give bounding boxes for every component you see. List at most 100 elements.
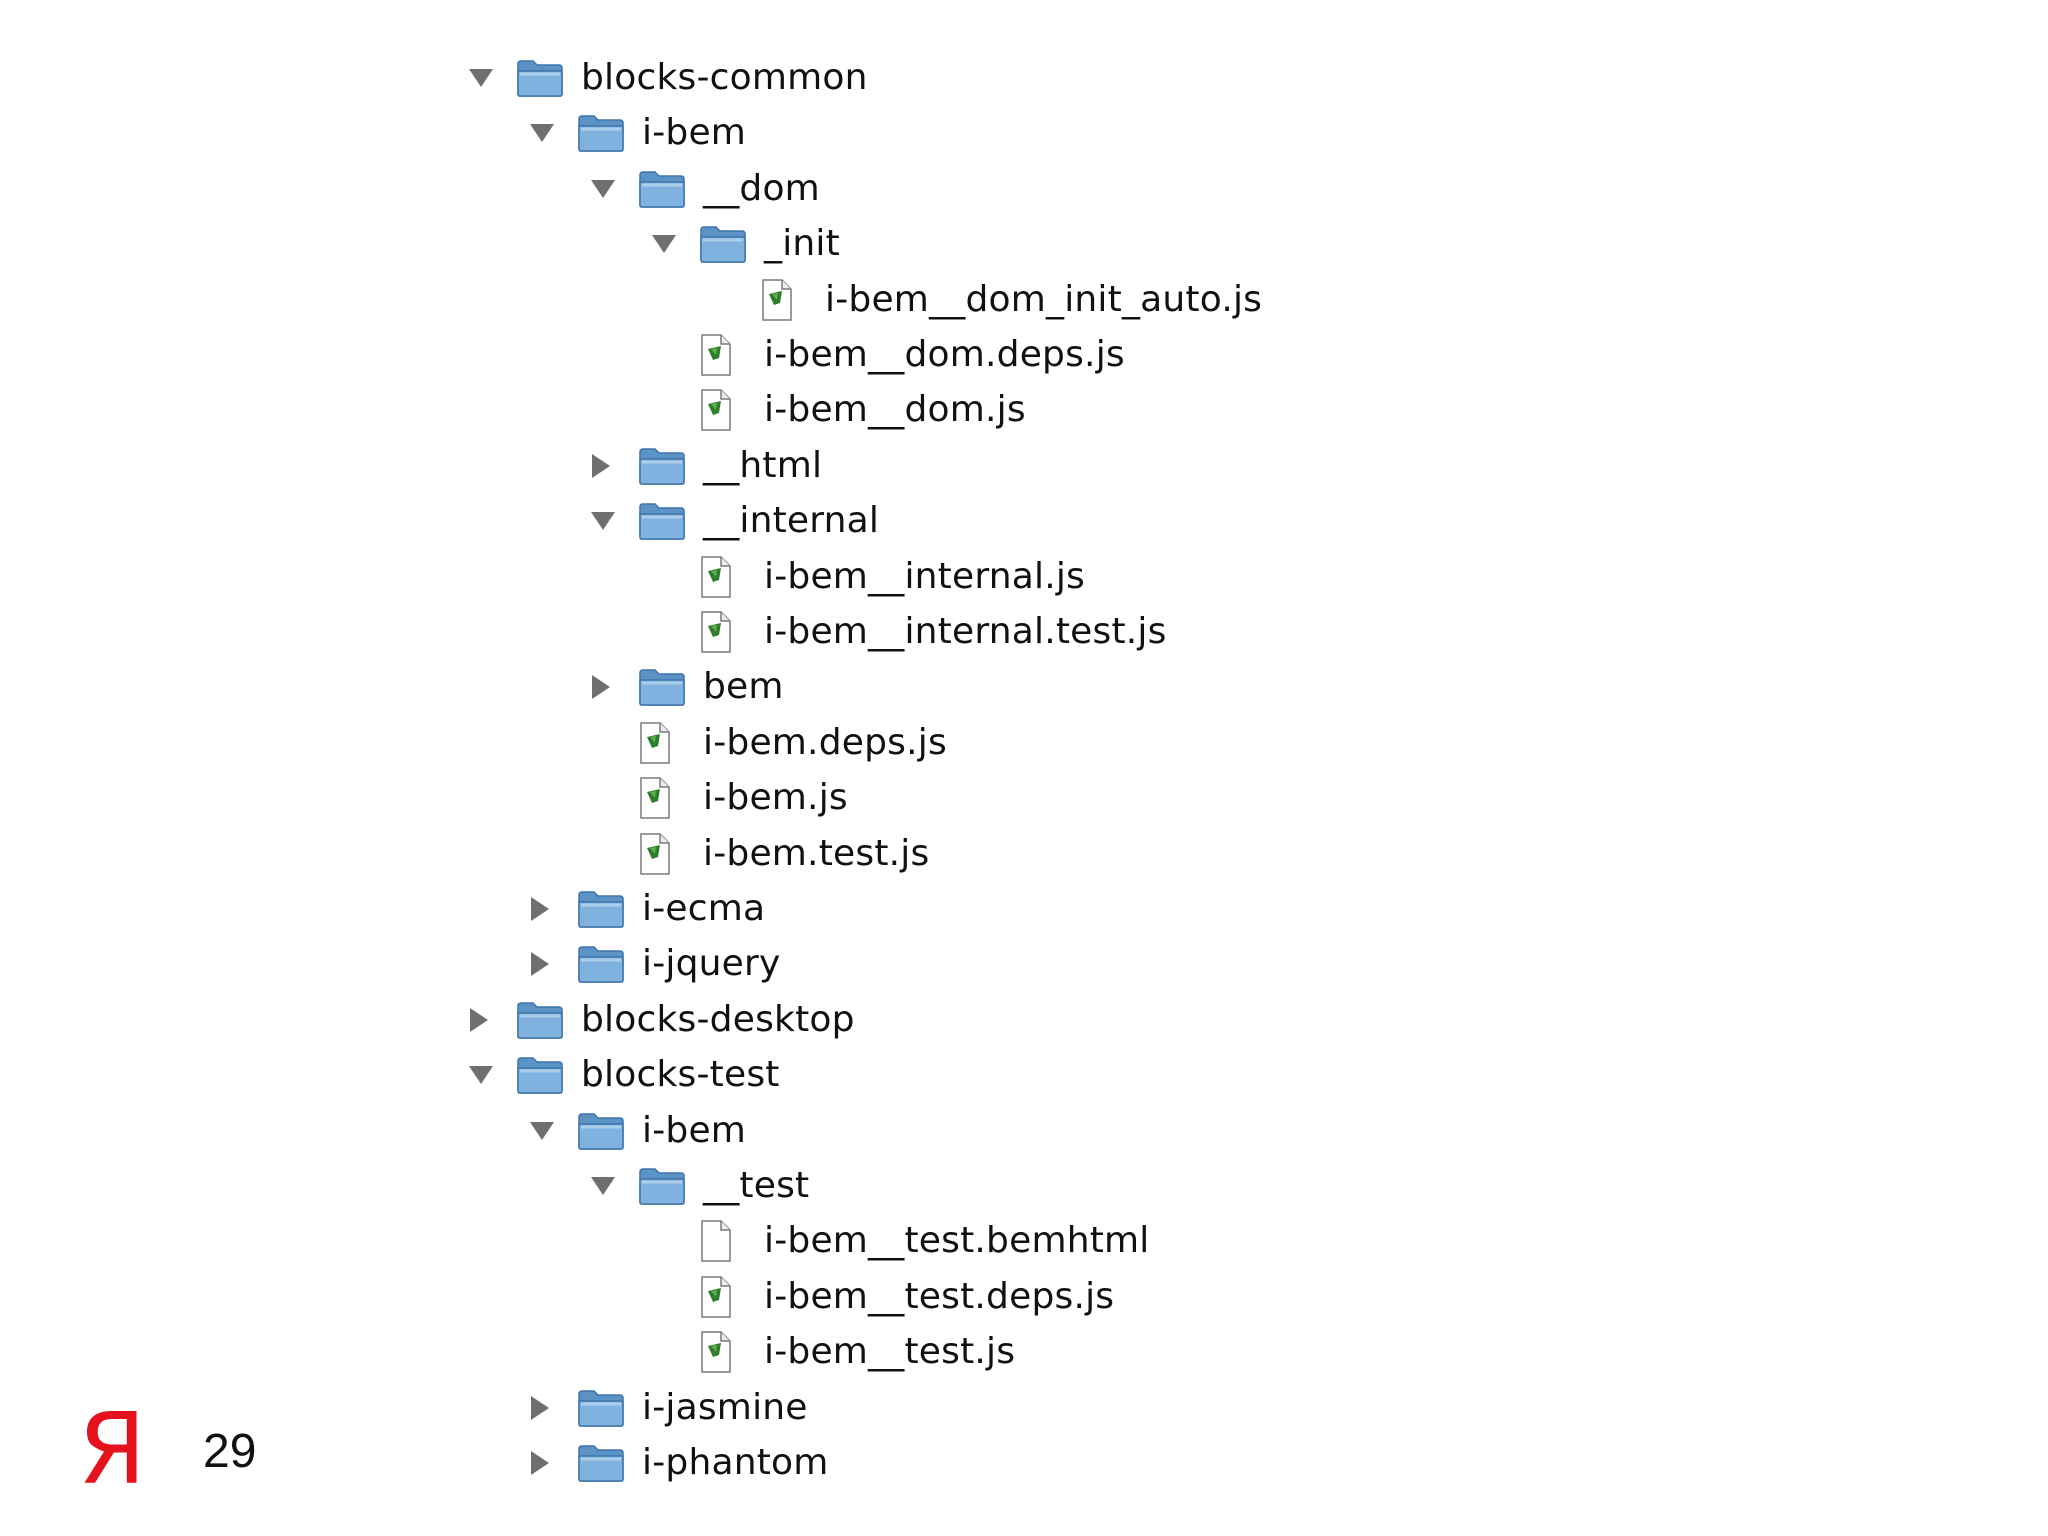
tree-item-label: i-bem.deps.js — [703, 722, 947, 763]
disclosure-triangle-right-icon[interactable] — [590, 659, 620, 714]
disclosure-spacer — [590, 826, 620, 881]
folder-row-html[interactable]: __html — [590, 438, 822, 493]
javascript-file-icon — [760, 278, 808, 322]
disclosure-spacer — [651, 382, 681, 437]
javascript-file-icon — [699, 555, 747, 599]
tree-item-label: i-jquery — [642, 943, 781, 984]
tree-item-label: __test — [703, 1165, 810, 1206]
file-row-i-bem-js[interactable]: i-bem.js — [590, 770, 848, 825]
folder-row-i-jasmine[interactable]: i-jasmine — [529, 1380, 808, 1435]
disclosure-triangle-right-icon[interactable] — [529, 1435, 559, 1490]
disclosure-triangle-right-icon[interactable] — [529, 881, 559, 936]
folder-icon — [638, 167, 686, 211]
folder-row-i-phantom[interactable]: i-phantom — [529, 1435, 829, 1490]
disclosure-spacer — [651, 549, 681, 604]
folder-row-blocks-desktop[interactable]: blocks-desktop — [468, 992, 855, 1047]
javascript-file-icon — [699, 333, 747, 377]
folder-row-init[interactable]: _init — [651, 216, 840, 271]
javascript-file-icon — [638, 721, 686, 765]
disclosure-spacer — [590, 770, 620, 825]
tree-item-label: blocks-test — [581, 1054, 780, 1095]
disclosure-triangle-right-icon[interactable] — [468, 992, 498, 1047]
tree-item-label: i-bem — [642, 1110, 747, 1151]
folder-row-i-bem[interactable]: i-bem — [529, 1103, 746, 1158]
tree-item-label: i-bem__dom.js — [764, 389, 1026, 430]
folder-row-blocks-common[interactable]: blocks-common — [468, 50, 868, 105]
tree-item-label: i-jasmine — [642, 1387, 808, 1428]
tree-item-label: i-bem__test.bemhtml — [764, 1220, 1150, 1261]
disclosure-triangle-down-icon[interactable] — [590, 493, 620, 548]
folder-icon — [577, 1441, 625, 1485]
folder-icon — [638, 665, 686, 709]
folder-row-dom[interactable]: __dom — [590, 161, 820, 216]
folder-icon — [699, 222, 747, 266]
file-row-i-bem-dom-init-auto-js[interactable]: i-bem__dom_init_auto.js — [712, 272, 1262, 327]
folder-icon — [577, 1386, 625, 1430]
disclosure-spacer — [651, 1324, 681, 1379]
folder-icon — [638, 499, 686, 543]
file-row-i-bem-dom-deps-js[interactable]: i-bem__dom.deps.js — [651, 327, 1125, 382]
file-row-i-bem-test-bemhtml[interactable]: i-bem__test.bemhtml — [651, 1213, 1150, 1268]
folder-row-i-jquery[interactable]: i-jquery — [529, 936, 781, 991]
file-row-i-bem-test-js[interactable]: i-bem.test.js — [590, 826, 929, 881]
disclosure-spacer — [651, 604, 681, 659]
yandex-logo: Я — [78, 1393, 147, 1507]
disclosure-triangle-right-icon[interactable] — [529, 1380, 559, 1435]
tree-item-label: i-ecma — [642, 888, 766, 929]
disclosure-spacer — [651, 1213, 681, 1268]
tree-item-label: i-phantom — [642, 1442, 829, 1483]
disclosure-triangle-down-icon[interactable] — [529, 1103, 559, 1158]
file-row-i-bem-internal-js[interactable]: i-bem__internal.js — [651, 549, 1085, 604]
folder-icon — [516, 998, 564, 1042]
disclosure-triangle-right-icon[interactable] — [590, 438, 620, 493]
disclosure-triangle-right-icon[interactable] — [529, 936, 559, 991]
folder-icon — [638, 444, 686, 488]
tree-item-label: i-bem — [642, 112, 747, 153]
folder-icon — [577, 887, 625, 931]
tree-item-label: i-bem__dom_init_auto.js — [825, 279, 1263, 320]
disclosure-spacer — [651, 1269, 681, 1324]
disclosure-triangle-down-icon[interactable] — [468, 1047, 498, 1102]
javascript-file-icon — [699, 1275, 747, 1319]
disclosure-triangle-down-icon[interactable] — [651, 216, 681, 271]
javascript-file-icon — [699, 388, 747, 432]
file-row-i-bem-test-deps-js[interactable]: i-bem__test.deps.js — [651, 1269, 1114, 1324]
tree-item-label: i-bem__internal.test.js — [764, 611, 1167, 652]
folder-row-blocks-test[interactable]: blocks-test — [468, 1047, 780, 1102]
folder-icon — [577, 1109, 625, 1153]
folder-row-internal[interactable]: __internal — [590, 493, 879, 548]
tree-item-label: bem — [703, 666, 784, 707]
file-row-i-bem-dom-js[interactable]: i-bem__dom.js — [651, 382, 1026, 437]
tree-item-label: i-bem__dom.deps.js — [764, 334, 1125, 375]
tree-item-label: i-bem.js — [703, 777, 848, 818]
javascript-file-icon — [699, 610, 747, 654]
tree-item-label: i-bem__internal.js — [764, 556, 1085, 597]
disclosure-triangle-down-icon[interactable] — [529, 105, 559, 160]
disclosure-triangle-down-icon[interactable] — [590, 1158, 620, 1213]
file-row-i-bem-deps-js[interactable]: i-bem.deps.js — [590, 715, 947, 770]
slide-page-number: 29 — [203, 1425, 257, 1478]
disclosure-triangle-down-icon[interactable] — [590, 161, 620, 216]
javascript-file-icon — [699, 1330, 747, 1374]
tree-item-label: __dom — [703, 168, 820, 209]
disclosure-spacer — [712, 272, 742, 327]
folder-icon — [516, 1053, 564, 1097]
tree-item-label: __html — [703, 445, 823, 486]
folder-row-i-bem[interactable]: i-bem — [529, 105, 746, 160]
folder-row-test[interactable]: __test — [590, 1158, 809, 1213]
folder-icon — [577, 942, 625, 986]
tree-item-label: blocks-common — [581, 57, 868, 98]
file-row-i-bem-test-js[interactable]: i-bem__test.js — [651, 1324, 1015, 1379]
tree-item-label: i-bem__test.deps.js — [764, 1276, 1115, 1317]
document-file-icon — [699, 1219, 747, 1263]
folder-row-bem[interactable]: bem — [590, 659, 784, 714]
disclosure-spacer — [590, 715, 620, 770]
tree-item-label: i-bem.test.js — [703, 833, 930, 874]
disclosure-triangle-down-icon[interactable] — [468, 50, 498, 105]
tree-item-label: __internal — [703, 500, 880, 541]
tree-item-label: _init — [764, 223, 840, 264]
folder-row-i-ecma[interactable]: i-ecma — [529, 881, 765, 936]
file-row-i-bem-internal-test-js[interactable]: i-bem__internal.test.js — [651, 604, 1167, 659]
folder-icon — [638, 1164, 686, 1208]
